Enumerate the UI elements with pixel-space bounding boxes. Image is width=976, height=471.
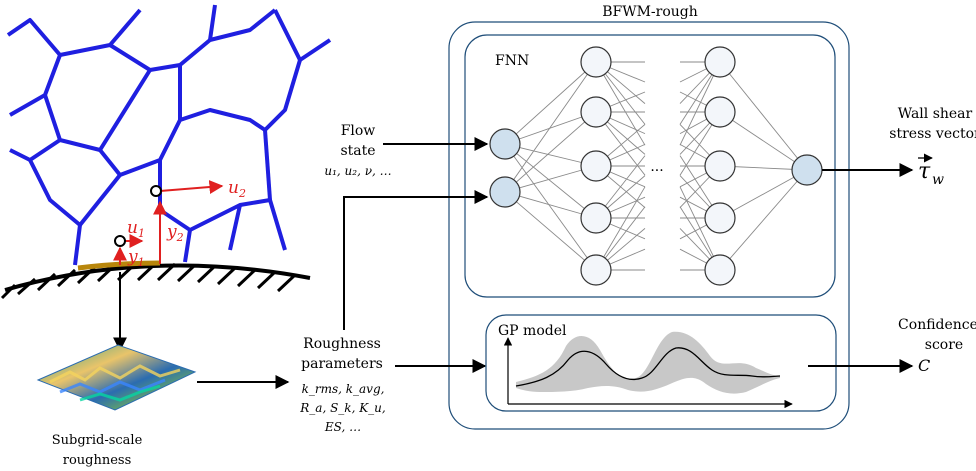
mesh-illustration: u1 y1 u2 y2 (0, 4, 332, 300)
subgrid-label-line2: roughness (63, 453, 132, 468)
gp-box (485, 314, 837, 412)
fnn-node-hidden-1-2 (580, 96, 612, 128)
fnn-edge (595, 186, 646, 271)
svg-text:τ: τ (918, 159, 931, 184)
fnn-box (464, 34, 836, 298)
fnn-node-output-1 (791, 154, 823, 186)
shear-label-line2: stress vector (889, 126, 976, 142)
fnn-edge (504, 111, 597, 145)
gp-confidence-band (516, 331, 780, 394)
confidence-line1: Confidence (898, 317, 976, 333)
roughness-params-1: k_rms, k_avg, (302, 382, 385, 396)
flow-state-line1: Flow (341, 123, 376, 139)
u2-arrow (159, 180, 224, 194)
fnn-node-hidden-n-4 (704, 202, 736, 234)
fnn-edge (504, 143, 597, 167)
shear-label-line1: Wall shear (898, 106, 973, 122)
fnn-node-hidden-1-1 (580, 46, 612, 78)
fnn-edge (504, 165, 597, 193)
fnn-edge (504, 61, 597, 145)
fnn-node-hidden-n-2 (704, 96, 736, 128)
flow-state-line2: state (340, 143, 375, 159)
fnn-node-hidden-1-4 (580, 202, 612, 234)
subgrid-label-line1: Subgrid-scale (52, 433, 143, 448)
fnn-edge (504, 111, 597, 193)
gp-plot (503, 331, 793, 409)
rough-surface-image (36, 344, 197, 411)
fnn-edge (504, 61, 597, 193)
fnn-nodes (489, 46, 823, 286)
near-wall-vectors (113, 180, 224, 265)
gp-label: GP model (498, 323, 567, 339)
roughness-params-3: ES, … (324, 420, 361, 434)
flow-state-vars: u₁, u₂, ν, … (324, 164, 391, 178)
roughness-params-2: R_a, S_k, K_u, (299, 401, 385, 415)
roughness-line1: Roughness (303, 336, 381, 352)
shear-symbol: τ w (918, 153, 944, 188)
fnn-node-hidden-n-3 (704, 150, 736, 182)
fnn-edge (719, 61, 808, 171)
fnn-node-hidden-1-3 (580, 150, 612, 182)
fnn-edge (719, 169, 808, 271)
bfwm-outer-box (448, 21, 850, 430)
fnn-edge (504, 191, 597, 219)
fnn-node-hidden-n-1 (704, 46, 736, 78)
confidence-symbol: C (918, 356, 930, 375)
bfwm-title: BFWM-rough (602, 4, 698, 20)
u2-label: u2 (228, 178, 246, 200)
fnn-node-input-1 (489, 128, 521, 160)
sample-point-1 (114, 235, 126, 247)
y2-label: y2 (166, 222, 184, 244)
roughness-to-fnn-arrow (343, 190, 489, 330)
fnn-edge (504, 143, 597, 271)
fnn-ellipsis: ··· (650, 163, 663, 179)
fnn-node-hidden-1-5 (580, 254, 612, 286)
sample-point-2 (150, 185, 162, 197)
y1-label: y1 (127, 247, 145, 269)
confidence-line2: score (925, 337, 963, 353)
fnn-label: FNN (495, 53, 529, 69)
fnn-edge (719, 169, 808, 219)
fnn-node-input-2 (489, 176, 521, 208)
gp-mean-curve (515, 347, 781, 387)
fnn-edge (719, 111, 808, 171)
fnn-edge (504, 191, 597, 271)
svg-text:w: w (932, 172, 944, 188)
fnn-edge (504, 143, 597, 219)
roughness-line2: parameters (301, 356, 383, 372)
wall-hatching (0, 262, 297, 300)
fnn-node-hidden-n-5 (704, 254, 736, 286)
u1-label: u1 (127, 218, 145, 240)
hexagonal-mesh (6, 4, 332, 266)
